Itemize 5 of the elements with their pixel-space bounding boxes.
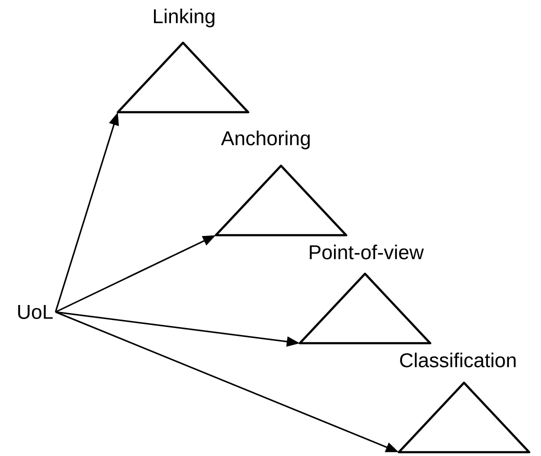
- triangle-label: Classification: [400, 352, 516, 368]
- triangle-label: Anchoring: [221, 130, 310, 150]
- triangle-label: Point-of-view: [310, 244, 424, 260]
- node-label: UoL: [18, 305, 53, 319]
- triangle-label: Linking: [154, 8, 214, 28]
